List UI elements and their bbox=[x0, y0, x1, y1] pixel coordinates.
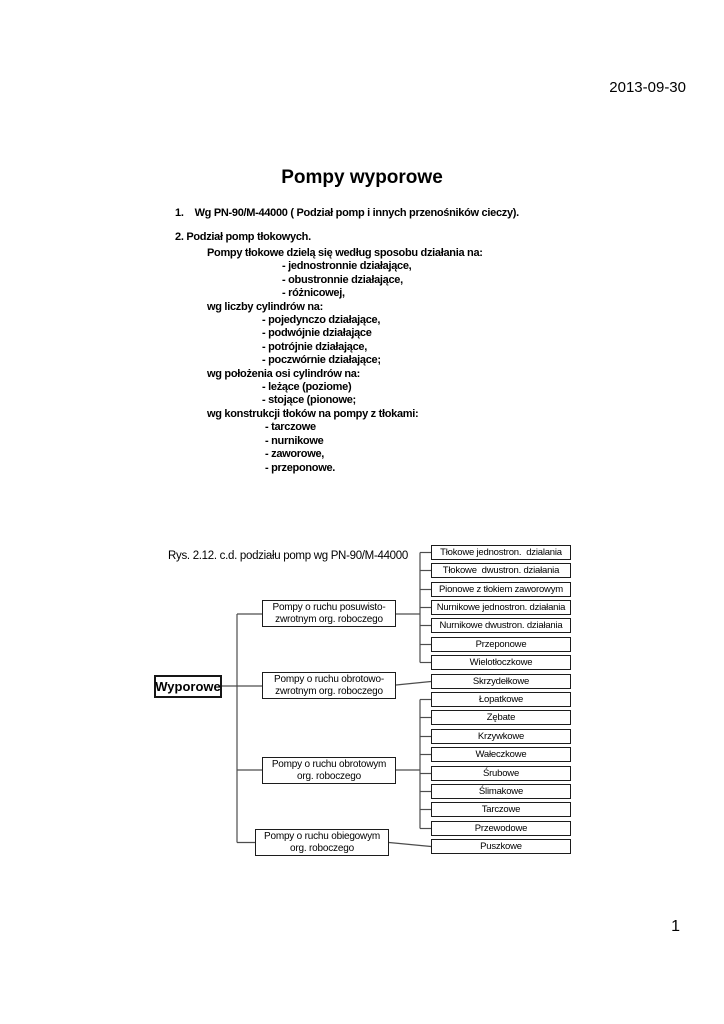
diagram-leaf-box: Wałeczkowe bbox=[431, 747, 571, 762]
diagram-leaf-box: Skrzydełkowe bbox=[431, 674, 571, 689]
body-line: - potrójnie działające, bbox=[262, 340, 367, 353]
diagram-branch-box: Pompy o ruchu obiegowym org. roboczego bbox=[255, 829, 389, 856]
body-line: - tarczowe bbox=[265, 421, 316, 434]
diagram-leaf-box: Przewodowe bbox=[431, 821, 571, 836]
diagram-leaf-box: Tarczowe bbox=[431, 802, 571, 817]
list-item-2: 2. Podział pomp tłokowych. bbox=[175, 231, 311, 243]
body-text: Pompy tłokowe dzielą się według sposobu … bbox=[207, 247, 483, 475]
body-line: - leżące (poziome) bbox=[262, 381, 352, 394]
diagram-branch-box: Pompy o ruchu obrotowo- zwrotnym org. ro… bbox=[262, 672, 396, 699]
diagram-leaf-box: Tłokowe jednostron. dzialania bbox=[431, 545, 571, 560]
body-line: - pojedynczo działające, bbox=[262, 314, 381, 327]
body-line: - przeponowe. bbox=[265, 461, 336, 474]
page-title: Pompy wyporowe bbox=[281, 167, 443, 188]
body-line: - nurnikowe bbox=[265, 434, 324, 447]
diagram-leaf-box: Pionowe z tłokiem zaworowym bbox=[431, 582, 571, 597]
diagram-branch-box: Pompy o ruchu posuwisto- zwrotnym org. r… bbox=[262, 600, 396, 627]
body-line: - różnicowej, bbox=[282, 287, 345, 300]
body-line: wg położenia osi cylindrów na: bbox=[207, 367, 360, 380]
body-line: - stojące (pionowe; bbox=[262, 394, 356, 407]
diagram-leaf-box: Puszkowe bbox=[431, 839, 571, 854]
diagram-leaf-box: Tłokowe dwustron. działania bbox=[431, 563, 571, 578]
list-item-1: 1. Wg PN-90/M-44000 ( Podział pomp i inn… bbox=[175, 207, 519, 219]
body-line: - podwójnie działające bbox=[262, 327, 372, 340]
diagram-leaf-box: Wielotłoczkowe bbox=[431, 655, 571, 670]
diagram-leaf-box: Nurnikowe dwustron. działania bbox=[431, 618, 571, 633]
diagram-leaf-box: Ślimakowe bbox=[431, 784, 571, 799]
body-line: - obustronnie działające, bbox=[282, 273, 403, 286]
diagram-leaf-box: Zębate bbox=[431, 710, 571, 725]
body-line: - jednostronnie działające, bbox=[282, 260, 412, 273]
body-line: - zaworowe, bbox=[265, 448, 325, 461]
diagram-leaf-box: Łopatkowe bbox=[431, 692, 571, 707]
body-line: Pompy tłokowe dzielą się według sposobu … bbox=[207, 247, 483, 259]
diagram-leaf-box: Krzywkowe bbox=[431, 729, 571, 744]
body-line: wg liczby cylindrów na: bbox=[207, 300, 323, 313]
diagram-branch-box: Pompy o ruchu obrotowym org. roboczego bbox=[262, 757, 396, 784]
diagram-leaf-box: Śrubowe bbox=[431, 766, 571, 781]
page-number: 1 bbox=[671, 918, 680, 935]
header-date: 2013-09-30 bbox=[609, 79, 686, 96]
body-line: - poczwórnie działające; bbox=[262, 354, 381, 367]
figure-caption: Rys. 2.12. c.d. podziału pomp wg PN-90/M… bbox=[168, 550, 408, 562]
body-line: wg konstrukcji tłoków na pompy z tłokami… bbox=[207, 407, 419, 420]
diagram-leaf-box: Przeponowe bbox=[431, 637, 571, 652]
diagram-root-box: Wyporowe bbox=[154, 675, 222, 698]
diagram-leaf-box: Nurnikowe jednostron. działania bbox=[431, 600, 571, 615]
